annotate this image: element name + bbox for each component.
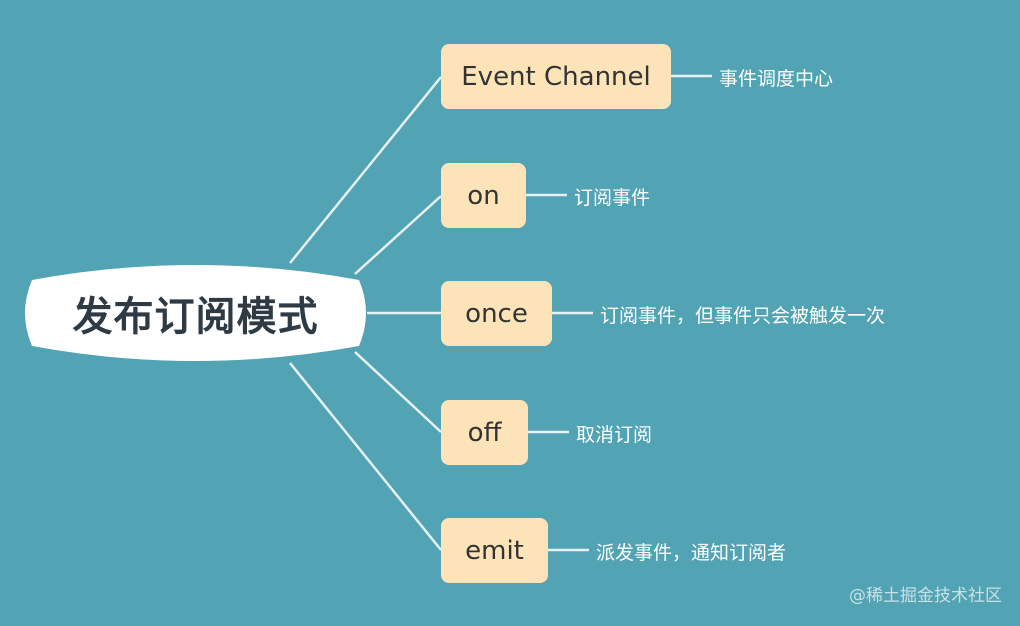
root-node-shape (25, 265, 366, 361)
watermark: @稀土掘金技术社区 (849, 586, 1002, 606)
note-event-channel: 事件调度中心 (719, 68, 834, 90)
note-once: 订阅事件，但事件只会被触发一次 (600, 305, 886, 327)
connector-emit (289, 362, 442, 551)
root-label: 发布订阅模式 (72, 294, 319, 340)
node-event-channel-label: Event Channel (461, 61, 651, 92)
connector-off (354, 351, 442, 433)
node-on-label: on (467, 180, 500, 211)
node-once: once (441, 281, 552, 346)
node-emit: emit (441, 518, 548, 583)
node-event-channel: Event Channel (441, 44, 671, 109)
node-emit-label: emit (465, 535, 524, 566)
connector-event-channel (289, 76, 442, 264)
connector-on (354, 195, 442, 275)
node-off-label: off (467, 417, 502, 448)
node-once-label: once (465, 298, 528, 329)
note-off: 取消订阅 (576, 424, 653, 446)
node-on: on (441, 163, 526, 228)
node-off: off (441, 400, 528, 465)
note-emit: 派发事件，通知订阅者 (596, 542, 787, 564)
root-node: 发布订阅模式 (24, 258, 367, 368)
note-on: 订阅事件 (574, 187, 651, 209)
